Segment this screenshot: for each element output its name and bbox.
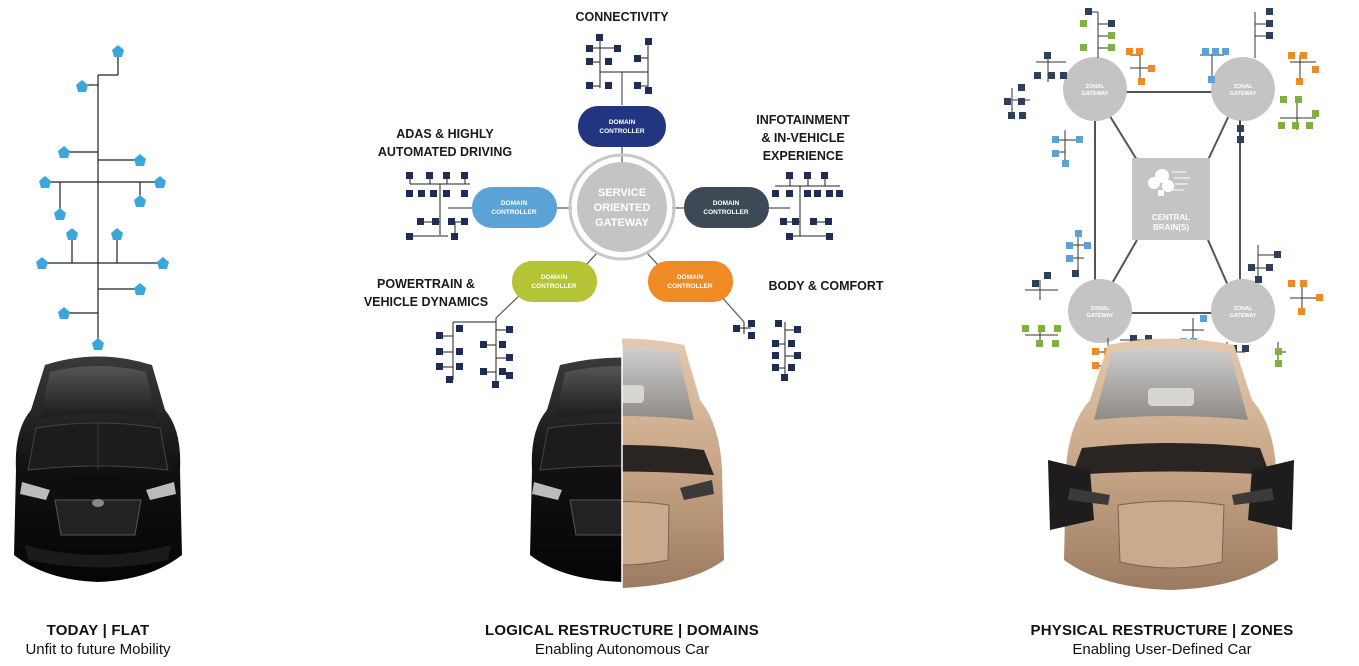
zonal-gateway-label: GATEWAY: [1230, 313, 1257, 319]
panel-subtitle: Enabling User-Defined Car: [1072, 641, 1252, 658]
panel-title: LOGICAL RESTRUCTURE | DOMAINS: [485, 622, 759, 639]
ecu-cluster-infotainment-nodes: [772, 172, 843, 240]
zone-architecture: CENTRAL BRAIN(S) ZONAL GATEWAY ZONAL GAT…: [1004, 8, 1323, 382]
controller-label: DOMAIN: [677, 274, 704, 281]
gateway-label-line: SERVICE: [598, 187, 646, 199]
label-adas: AUTOMATED DRIVING: [378, 145, 512, 159]
zonal-gateway-top-left: ZONAL GATEWAY: [1063, 57, 1127, 121]
label-adas: ADAS & HIGHLY: [396, 127, 494, 141]
controller-label: CONTROLLER: [599, 128, 644, 135]
ecu-cluster-body-nodes: [733, 320, 801, 381]
domain-controller-powertrain: DOMAIN CONTROLLER: [512, 261, 597, 302]
zonal-gateway-label: ZONAL: [1234, 306, 1254, 312]
panel-subtitle: Unfit to future Mobility: [25, 641, 171, 658]
controller-label: DOMAIN: [501, 200, 528, 207]
label-infotainment: INFOTAINMENT: [756, 113, 850, 127]
label-powertrain: POWERTRAIN &: [377, 277, 475, 291]
zone-ecu-nodes-green: [1022, 20, 1319, 367]
controller-label: CONTROLLER: [491, 209, 536, 216]
panel-caption-zones: PHYSICAL RESTRUCTURE | ZONES Enabling Us…: [972, 622, 1352, 658]
label-powertrain: VEHICLE DYNAMICS: [364, 295, 488, 309]
zonal-gateway-top-right: ZONAL GATEWAY: [1211, 57, 1275, 121]
service-oriented-gateway: SERVICE ORIENTED GATEWAY: [568, 153, 676, 261]
zonal-gateway-bottom-right: ZONAL GATEWAY: [1211, 279, 1275, 343]
car-gold-zones: [1048, 338, 1294, 590]
ecu-node: [112, 45, 124, 57]
domain-controller-infotainment: DOMAIN CONTROLLER: [684, 187, 769, 228]
ecu-cluster-adas: [409, 176, 470, 237]
ecu-cluster-powertrain-nodes: [436, 325, 513, 388]
domain-controller-connectivity: DOMAIN CONTROLLER: [578, 106, 666, 147]
panel-caption-domains: LOGICAL RESTRUCTURE | DOMAINS Enabling A…: [422, 622, 822, 658]
ecu-node: [134, 283, 146, 295]
panel-title: PHYSICAL RESTRUCTURE | ZONES: [1030, 622, 1294, 639]
panel-title: TODAY | FLAT: [46, 622, 150, 639]
ecu-node: [134, 195, 146, 207]
controller-label: DOMAIN: [541, 274, 568, 281]
controller-label: DOMAIN: [713, 200, 740, 207]
zonal-gateway-label: GATEWAY: [1230, 91, 1257, 97]
brain-icon: [1148, 169, 1174, 196]
ecu-node: [58, 307, 70, 319]
domain-controller-body: DOMAIN CONTROLLER: [648, 261, 733, 302]
ecu-node: [111, 228, 123, 240]
zonal-gateway-label: ZONAL: [1086, 84, 1106, 90]
domain-spokes: [448, 72, 790, 323]
car-split-domains: [530, 338, 724, 590]
ecu-node: [36, 257, 48, 269]
controller-label: CONTROLLER: [703, 209, 748, 216]
ecu-cluster-infotainment: [775, 176, 840, 237]
panel-subtitle: Enabling Autonomous Car: [534, 641, 710, 658]
ecu-node: [76, 80, 88, 92]
controller-label: CONTROLLER: [667, 283, 712, 290]
ecu-node: [58, 146, 70, 158]
flat-backbone: [42, 52, 163, 345]
controller-label: DOMAIN: [609, 119, 636, 126]
ecu-node: [54, 208, 66, 220]
gateway-label-line: ORIENTED: [594, 202, 651, 214]
ecu-cluster-connectivity: [590, 38, 649, 90]
car-black-flat: [14, 356, 182, 582]
ecu-node: [92, 338, 104, 350]
label-body: BODY & COMFORT: [768, 279, 883, 293]
ecu-node: [154, 176, 166, 188]
ecu-node: [134, 154, 146, 166]
zonal-gateway-label: GATEWAY: [1082, 91, 1109, 97]
flat-architecture: [36, 45, 169, 350]
central-brain-label: BRAIN(S): [1153, 223, 1189, 232]
label-infotainment: EXPERIENCE: [763, 149, 844, 163]
ecu-cluster-connectivity-nodes: [586, 34, 652, 94]
ecu-node: [157, 257, 169, 269]
domain-architecture: SERVICE ORIENTED GATEWAY DOMAIN CONTROLL…: [364, 10, 884, 388]
zonal-gateway-label: ZONAL: [1234, 84, 1254, 90]
ecu-node: [66, 228, 78, 240]
label-connectivity: CONNECTIVITY: [575, 10, 669, 24]
central-brain: CENTRAL BRAIN(S): [1132, 158, 1210, 240]
controller-label: CONTROLLER: [531, 283, 576, 290]
central-brain-label: CENTRAL: [1152, 213, 1190, 222]
flat-ecu-nodes: [36, 45, 169, 350]
panel-caption-flat: TODAY | FLAT Unfit to future Mobility: [8, 622, 188, 658]
ecu-node: [39, 176, 51, 188]
label-infotainment: & IN-VEHICLE: [761, 131, 844, 145]
ecu-cluster-adas-nodes: [406, 172, 468, 240]
zonal-gateway-bottom-left: ZONAL GATEWAY: [1068, 279, 1132, 343]
zonal-gateway-label: ZONAL: [1091, 306, 1111, 312]
zonal-gateway-label: GATEWAY: [1087, 313, 1114, 319]
domain-controller-adas: DOMAIN CONTROLLER: [472, 187, 557, 228]
gateway-label-line: GATEWAY: [595, 217, 649, 229]
